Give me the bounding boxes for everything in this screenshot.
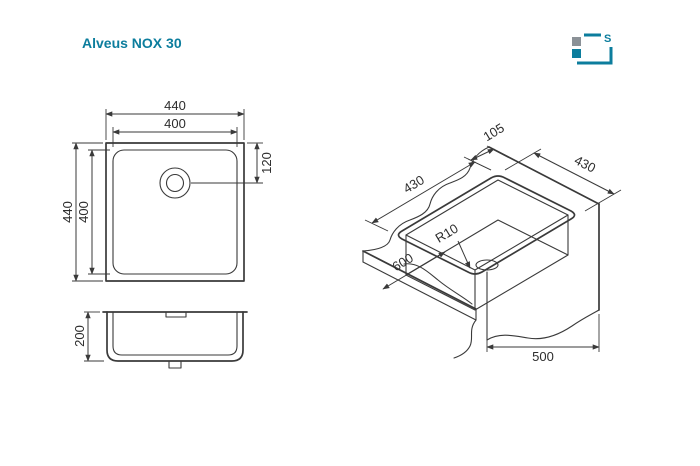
drain-inner-circle [165,173,185,193]
dim-label-back-clearance: 105 [481,120,507,144]
front-section-view: 200 [72,311,248,369]
dim-label-outer-height: 440 [60,201,75,223]
dim-plan-drain-offset: 120 [191,142,274,184]
dim-label-cutout-width: 430 [572,152,598,175]
dim-plan-outer-height: 440 [60,142,103,282]
dim-label-outer-width: 440 [164,98,186,113]
drain-outer-circle [159,167,191,199]
dim-plan-outer-width: 440 [105,98,245,140]
brand-logo-square-gray [572,37,581,46]
dim-label-inner-width: 400 [164,116,186,131]
bowl-rim [405,179,569,271]
brand-logo: S [572,33,613,65]
worktop-front-edge [362,250,477,310]
dim-label-drain-offset: 120 [259,152,274,174]
worktop-front-bottom-edge [362,261,477,321]
dim-iso-cutout-width: 430 [504,148,622,212]
dim-label-inner-height: 400 [76,201,91,223]
sink-bowl-outline [112,149,238,275]
dim-plan-inner-width: 400 [112,116,238,147]
cabinet-break-left [453,319,477,359]
brand-logo-square-teal [572,49,581,58]
dim-label-corner-radius: R10 [433,221,461,246]
bowl-drain [475,259,499,271]
cabinet-break-bottom [486,309,600,341]
bowl-inner-profile [112,311,238,356]
dim-front-depth: 200 [72,311,104,362]
dim-label-depth: 200 [72,325,87,347]
sink-outer-outline [105,142,245,282]
bowl-outer-profile [106,311,244,362]
dim-iso-cabinet-width: 500 [486,312,600,364]
overflow-mark [165,311,187,318]
brand-letter: S [604,33,611,45]
plan-view: 440 400 440 400 120 [60,98,274,282]
dim-plan-inner-height: 400 [76,149,110,275]
iso-installation-view: 105 430 430 R10 600 [362,120,622,364]
page-title: Alveus NOX 30 [82,35,182,51]
dim-label-worktop-depth: 600 [390,250,416,274]
cutout-opening [397,175,576,275]
bowl-bottom [405,219,569,311]
worktop-break-edge-left [362,146,490,252]
dim-iso-corner-radius: R10 [433,221,471,269]
brand-logo-bracket [577,47,613,65]
dim-label-cabinet-width: 500 [532,349,554,364]
drain-stub [168,360,182,369]
